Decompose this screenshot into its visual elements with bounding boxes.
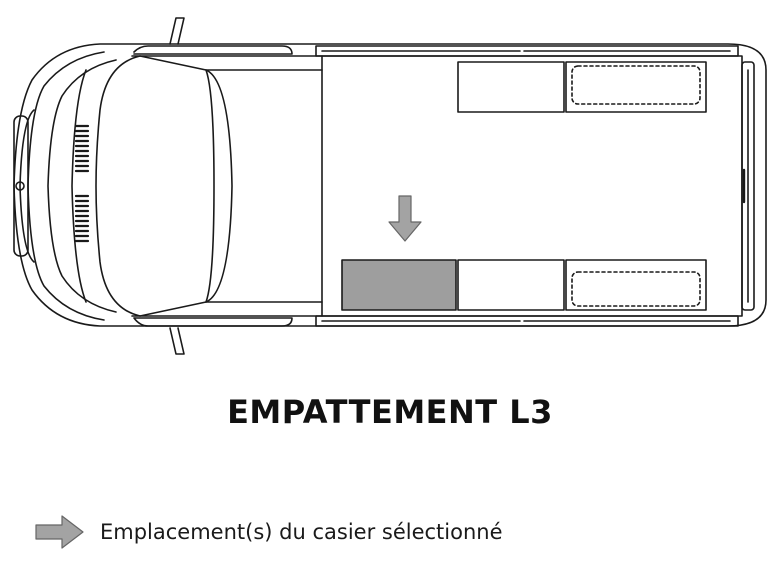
side-rail-bottom: [315, 315, 739, 327]
page-title: EMPATTEMENT L3: [227, 393, 553, 431]
locker-bottom-front-selected[interactable]: [341, 259, 457, 311]
rear-doors: [741, 61, 755, 311]
legend: Emplacement(s) du casier sélectionné: [34, 514, 503, 550]
grille-vents: [74, 124, 90, 243]
van-top-view-diagram: [13, 17, 767, 355]
locker-bottom-rear-outline: [571, 271, 701, 307]
locker-bottom-middle[interactable]: [457, 259, 565, 311]
mirror-top: [133, 17, 293, 55]
locker-top-middle[interactable]: [457, 61, 565, 113]
arrow-right-icon: [35, 515, 84, 549]
locker-top-rear[interactable]: [565, 61, 707, 113]
locker-top-rear-outline: [571, 65, 701, 105]
van-body-outline: [13, 43, 767, 327]
locker-bottom-rear[interactable]: [565, 259, 707, 311]
windshield: [95, 55, 215, 317]
arrow-down-icon: [388, 195, 422, 242]
emblem: [15, 181, 25, 191]
side-rail-top: [315, 45, 739, 57]
cab-front: [13, 51, 117, 321]
legend-text: Emplacement(s) du casier sélectionné: [100, 520, 503, 544]
cab-roof: [205, 69, 323, 303]
mirror-bottom: [133, 317, 293, 355]
